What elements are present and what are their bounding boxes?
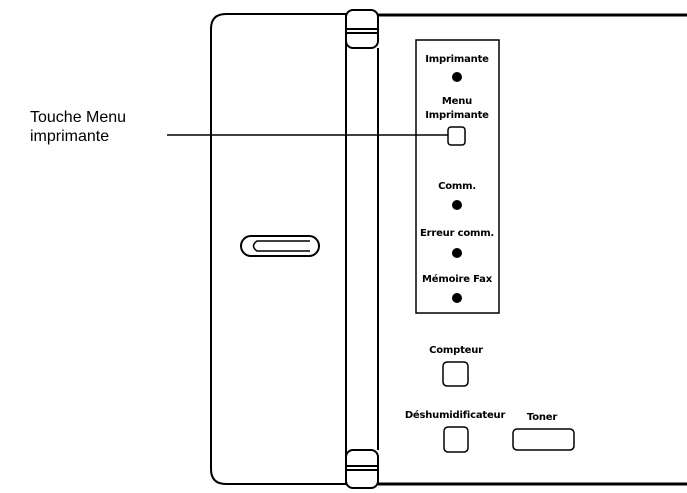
label-menu-imprimante: Menu Imprimante xyxy=(425,95,489,123)
label-deshumidificateur: Déshumidificateur xyxy=(404,410,506,421)
bottom-hinge xyxy=(345,449,379,489)
indicator-panel-frame xyxy=(415,39,500,314)
led-memoire-fax xyxy=(452,293,462,303)
led-comm xyxy=(452,200,462,210)
toner-button[interactable] xyxy=(512,428,575,451)
led-imprimante xyxy=(452,72,462,82)
menu-imprimante-button[interactable] xyxy=(447,126,466,146)
label-menu-line-2: Imprimante xyxy=(425,110,489,121)
label-menu-line-1: Menu xyxy=(441,96,473,107)
front-door-outline xyxy=(210,13,347,485)
callout-line-2: imprimante xyxy=(30,128,110,145)
top-hinge xyxy=(345,9,379,49)
led-erreur-comm xyxy=(452,248,462,258)
callout-line-1: Touche Menu xyxy=(30,109,127,126)
label-toner: Toner xyxy=(526,412,558,423)
label-compteur: Compteur xyxy=(429,345,483,356)
compteur-button[interactable] xyxy=(442,361,469,387)
door-handle-icon xyxy=(240,235,320,257)
label-imprimante: Imprimante xyxy=(425,54,489,65)
label-erreur-comm: Erreur comm. xyxy=(419,228,495,239)
label-memoire-fax: Mémoire Fax xyxy=(422,274,492,285)
deshumidificateur-button[interactable] xyxy=(443,426,469,453)
label-comm: Comm. xyxy=(438,181,476,192)
callout-label: Touche Menu imprimante xyxy=(30,108,180,146)
